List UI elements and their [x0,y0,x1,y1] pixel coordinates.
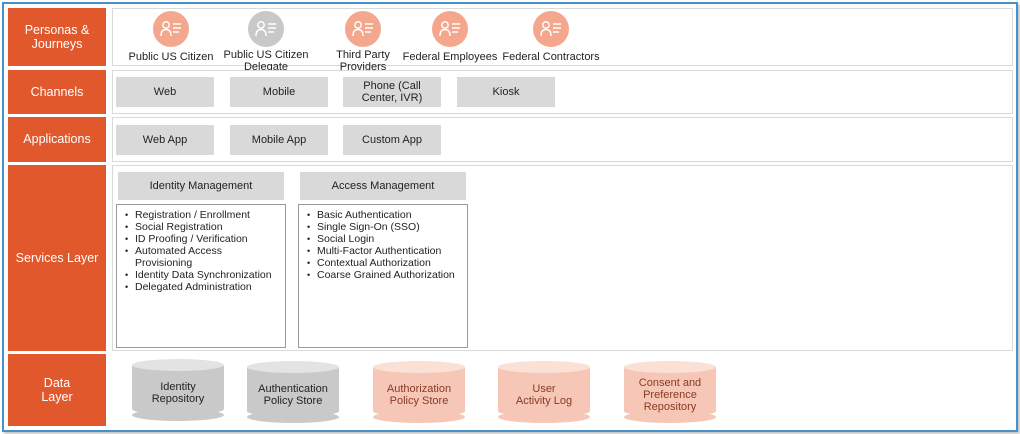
identity-management-box: Registration / Enrollment Social Registr… [116,204,286,348]
channel-mobile: Mobile [230,77,328,107]
personas-content: Public US Citizen Public US Citizen Dele… [112,8,1013,73]
applications-row: Applications Web App Mobile App Custom A… [4,117,1016,162]
store-label: Authorization Policy Store [386,382,452,407]
service-item: Single Sign-On (SSO) [307,221,467,233]
personas-row: Personas & Journeys Public US Citizen Pu… [4,8,1016,73]
service-item: Social Registration [125,221,285,233]
persona-federal-employees: Federal Employees [385,9,515,63]
service-item: Identity Data Synchronization [125,269,285,281]
access-management-box: Basic Authentication Single Sign-On (SSO… [298,204,468,348]
persona-public-us-citizen: Public US Citizen [106,9,236,63]
consent-preference-repository-cylinder: Consent and Preference Repository [624,361,716,423]
service-item: Contextual Authorization [307,257,467,269]
persona-label: Federal Contractors [502,51,600,63]
person-list-icon [345,11,381,47]
data-layer-row: Data Layer Identity Repository Authentic… [4,354,1016,426]
services-row: Services Layer Identity Management Regis… [4,165,1016,351]
channels-label: Channels [8,70,106,114]
service-item: Registration / Enrollment [125,209,285,221]
services-content: Identity Management Registration / Enrol… [112,165,1013,351]
identity-repository-cylinder: Identity Repository [132,359,224,421]
channel-web: Web [116,77,214,107]
data-layer-content: Identity Repository Authentication Polic… [112,354,1013,424]
store-label: Identity Repository [151,380,205,405]
services-label: Services Layer [8,165,106,351]
app-mobile-app: Mobile App [230,125,328,155]
authentication-policy-store-cylinder: Authentication Policy Store [247,361,339,423]
person-list-icon [439,21,460,37]
app-custom-app: Custom App [343,125,441,155]
person-list-icon [248,11,284,47]
service-item: Multi-Factor Authentication [307,245,467,257]
service-item: Social Login [307,233,467,245]
persona-label: Public US Citizen Delegate [223,49,309,74]
service-item: Delegated Administration [125,281,285,293]
person-list-icon [533,11,569,47]
person-list-icon [432,11,468,47]
identity-management-header: Identity Management [118,172,284,200]
identity-management-list: Registration / Enrollment Social Registr… [117,205,285,293]
user-activity-log-cylinder: User Activity Log [498,361,590,423]
store-label: User Activity Log [515,382,573,407]
store-label: Authentication Policy Store [258,382,328,407]
applications-content: Web App Mobile App Custom App [112,117,1013,162]
channels-content: Web Mobile Phone (Call Center, IVR) Kios… [112,70,1013,114]
persona-federal-contractors: Federal Contractors [486,9,616,63]
person-list-icon [255,21,276,37]
person-list-icon [540,21,561,37]
authorization-policy-store-cylinder: Authorization Policy Store [373,361,465,423]
applications-label: Applications [8,117,106,162]
store-label: Consent and Preference Repository [638,376,702,414]
channel-phone: Phone (Call Center, IVR) [343,77,441,107]
service-item: Coarse Grained Authorization [307,269,467,281]
person-list-icon [352,21,373,37]
service-item: ID Proofing / Verification [125,233,285,245]
data-layer-label: Data Layer [8,354,106,426]
channel-kiosk: Kiosk [457,77,555,107]
service-item: Basic Authentication [307,209,467,221]
persona-label: Federal Employees [402,51,498,63]
access-management-list: Basic Authentication Single Sign-On (SSO… [299,205,467,281]
service-item: Automated Access Provisioning [125,245,285,269]
channels-row: Channels Web Mobile Phone (Call Center, … [4,70,1016,114]
person-list-icon [160,21,181,37]
personas-label: Personas & Journeys [8,8,106,66]
person-list-icon [153,11,189,47]
access-management-header: Access Management [300,172,466,200]
persona-label: Public US Citizen [128,51,214,63]
app-web-app: Web App [116,125,214,155]
persona-public-us-citizen-delegate: Public US Citizen Delegate [201,9,331,73]
